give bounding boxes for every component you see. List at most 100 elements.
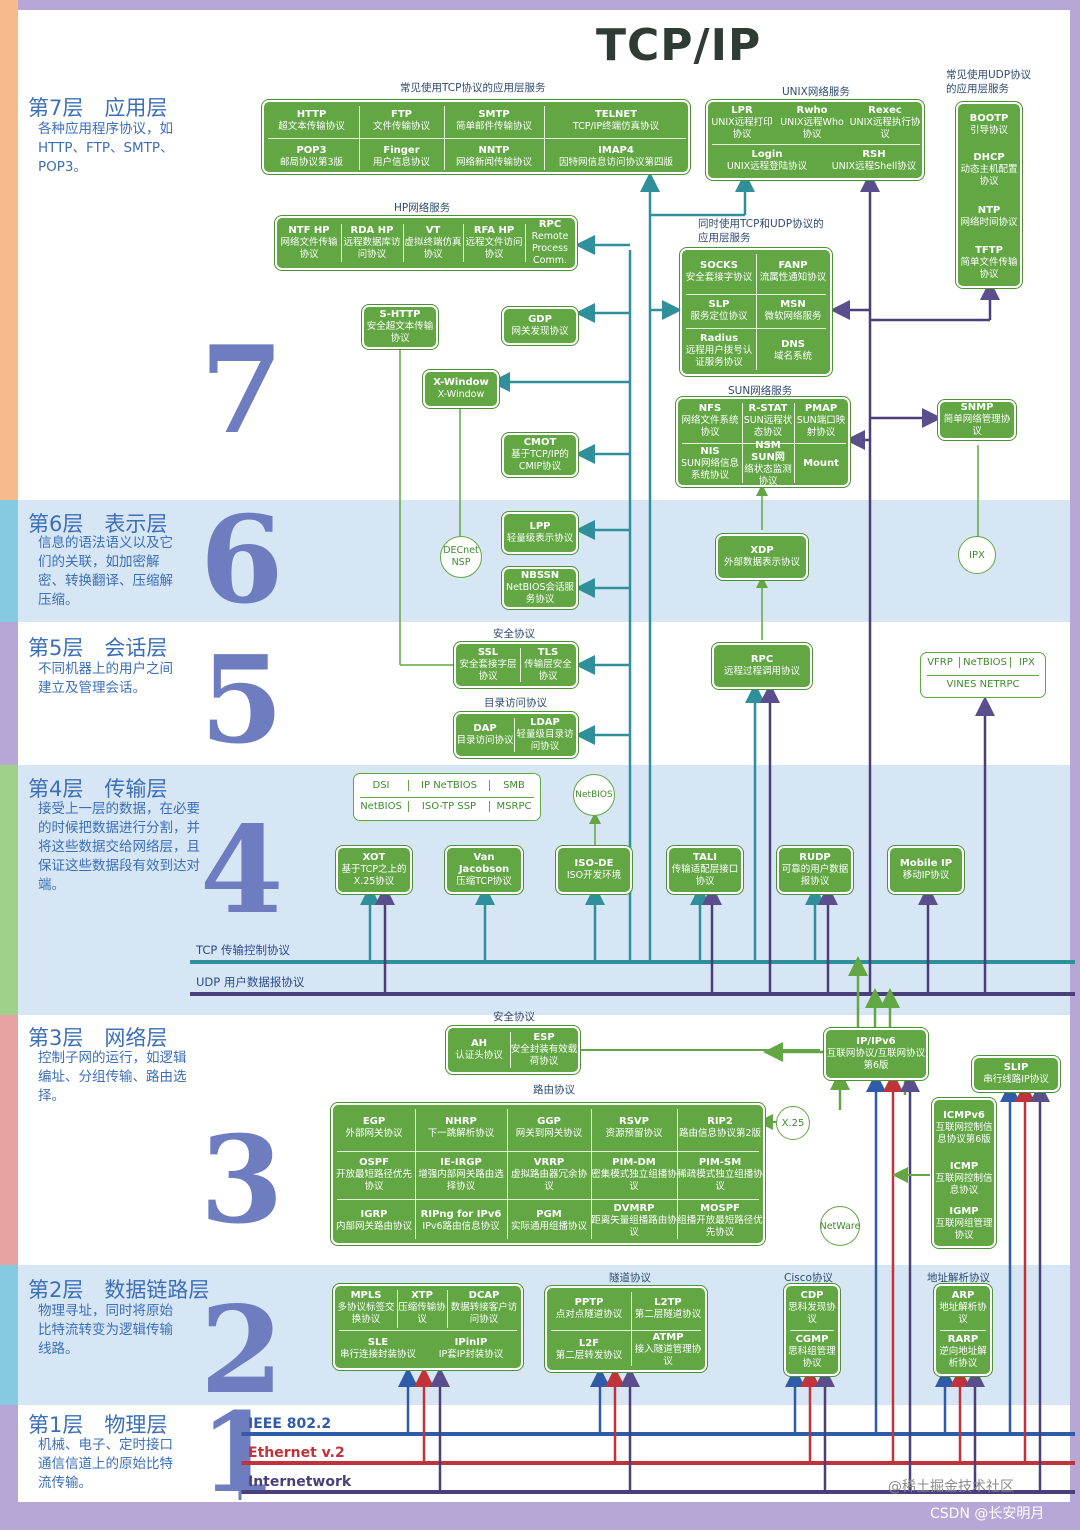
proto-vines[interactable]: VINES NETRPC bbox=[946, 679, 1020, 690]
proto-isotp-ssp[interactable]: ISO-TP SSP bbox=[408, 801, 490, 812]
proto-dsi[interactable]: DSI bbox=[372, 780, 390, 791]
proto-mount[interactable]: Mount bbox=[803, 458, 839, 469]
proto-decnet[interactable]: DECnet NSP bbox=[440, 536, 482, 578]
proto-nsm[interactable]: NSM SUN网络状态监测协议 bbox=[744, 440, 792, 487]
proto-vfrp[interactable]: VFRP bbox=[927, 657, 953, 668]
proto-netware[interactable]: NetWare bbox=[820, 1206, 860, 1246]
proto-ipx-circle[interactable]: IPX bbox=[958, 536, 996, 574]
proto-ipx[interactable]: IPX bbox=[1019, 657, 1035, 668]
proto-msrpc[interactable]: MSRPC bbox=[496, 801, 532, 812]
proto-netbios-circle[interactable]: NetBIOS bbox=[573, 774, 615, 816]
proto-netbios[interactable]: NetBIOS bbox=[360, 801, 402, 812]
proto-ip-netbios[interactable]: IP NeTBIOS bbox=[408, 780, 490, 791]
proto-netbios-5[interactable]: NeTBIOS bbox=[959, 657, 1011, 668]
proto-x25[interactable]: X.25 bbox=[776, 1106, 810, 1140]
proto-smb[interactable]: SMB bbox=[503, 780, 525, 791]
